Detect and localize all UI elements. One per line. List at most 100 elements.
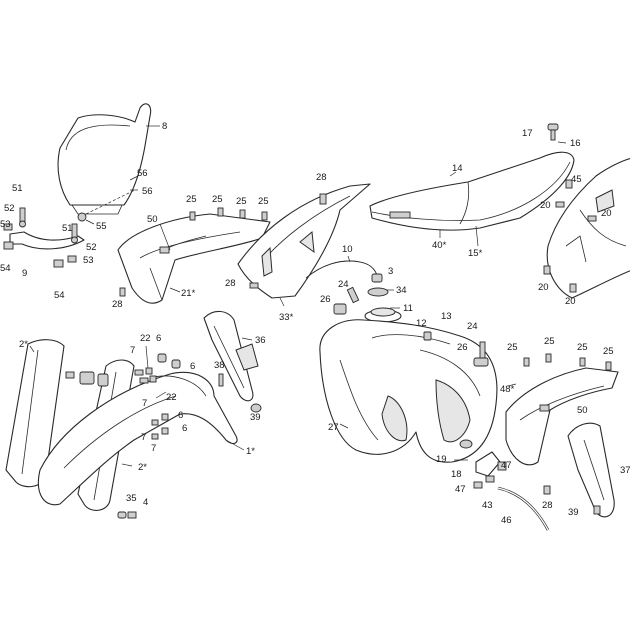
- bolt-51a: [19, 207, 26, 223]
- label-56b: 56: [142, 186, 153, 197]
- label-26a: 26: [320, 294, 331, 305]
- label-13: 13: [441, 311, 452, 322]
- screw-25d: [261, 211, 268, 221]
- fuel-petcock: [454, 439, 507, 489]
- left-radiator-shroud: [117, 207, 271, 304]
- fork-guard-screw: [117, 511, 137, 519]
- label-2b: 2*: [138, 462, 147, 473]
- label-25b: 25: [212, 194, 223, 205]
- screw-28b: [319, 193, 327, 205]
- label-52a: 52: [4, 203, 15, 214]
- screw-25e: [523, 357, 530, 367]
- front-fender: [38, 371, 238, 506]
- label-45: 45: [571, 174, 582, 185]
- nut-53b: [67, 255, 77, 263]
- label-1: 1*: [246, 446, 255, 457]
- label-53b: 53: [83, 255, 94, 266]
- right-frame-guard: [543, 422, 615, 518]
- label-47b: 47: [455, 484, 466, 495]
- label-37: 37: [620, 465, 630, 476]
- label-28d: 28: [542, 500, 553, 511]
- label-38: 38: [214, 360, 225, 371]
- screw-25h: [605, 361, 612, 371]
- label-7c: 7: [141, 432, 146, 443]
- label-26b: 26: [457, 342, 468, 353]
- label-25g: 25: [577, 342, 588, 353]
- bolt-51b: [71, 223, 78, 239]
- label-25c: 25: [236, 196, 247, 207]
- label-52b: 52: [86, 242, 97, 253]
- label-14: 14: [452, 163, 463, 174]
- bolt-38: [218, 373, 224, 387]
- screw-20b: [587, 215, 597, 222]
- label-6a: 6: [156, 333, 161, 344]
- fuel-tank: [319, 319, 498, 463]
- nut-53a: [3, 223, 13, 231]
- label-20c: 20: [538, 282, 549, 293]
- label-12: 12: [416, 318, 427, 329]
- label-25a: 25: [186, 194, 197, 205]
- rubber-pad-54a: [3, 241, 14, 250]
- screw-50a: [159, 246, 170, 254]
- screw-25f: [545, 353, 552, 363]
- screw-25b: [217, 207, 224, 217]
- spacer-55: [77, 212, 87, 222]
- screw-28a: [119, 287, 126, 297]
- label-40: 40*: [432, 240, 447, 251]
- rubber-pad-54b: [53, 259, 64, 268]
- label-20a: 20: [540, 200, 551, 211]
- label-7b: 7: [142, 398, 147, 409]
- part-number-labels: 8 56 56 55 51 52 53 54 9 54 51 52 53 25 …: [0, 121, 630, 526]
- label-20d: 20: [565, 296, 576, 307]
- label-33: 33*: [279, 312, 294, 323]
- fork-clamp: [79, 371, 109, 387]
- label-54b: 54: [54, 290, 65, 301]
- left-frame-guard: [203, 310, 262, 413]
- label-6c: 6: [178, 410, 183, 421]
- label-39b: 39: [568, 507, 579, 518]
- label-24b: 24: [467, 321, 478, 332]
- screw-25c: [239, 209, 246, 219]
- seat: [369, 151, 575, 247]
- label-24a: 24: [338, 279, 349, 290]
- label-50a: 50: [147, 214, 158, 225]
- tank-fitting-left: [333, 286, 360, 315]
- screw-25g: [579, 357, 586, 367]
- label-25e: 25: [507, 342, 518, 353]
- label-48: 48*: [500, 384, 515, 395]
- label-25f: 25: [544, 336, 555, 347]
- fuel-hose: [497, 486, 550, 531]
- label-22b: 22: [166, 392, 177, 403]
- rear-side-panel: [543, 158, 630, 299]
- grommet-39a: [250, 403, 262, 413]
- tank-fitting-right: [423, 331, 489, 367]
- label-3: 3: [388, 266, 393, 277]
- screw-25a: [189, 211, 196, 221]
- label-6b: 6: [190, 361, 195, 372]
- label-50b: 50: [577, 405, 588, 416]
- front-number-plate: [57, 103, 160, 215]
- label-43: 43: [482, 500, 493, 511]
- seat-bolt-assembly: [547, 123, 567, 144]
- screw-20c: [543, 265, 551, 275]
- fender-hardware: [134, 345, 181, 440]
- label-22a: 22: [140, 333, 151, 344]
- label-17: 17: [522, 128, 533, 139]
- label-28a: 28: [112, 299, 123, 310]
- label-55: 55: [96, 221, 107, 232]
- label-27: 27: [328, 422, 339, 433]
- label-46: 46: [501, 515, 512, 526]
- label-7d: 7: [151, 443, 156, 454]
- screw-50b: [539, 404, 550, 412]
- label-9: 9: [22, 268, 27, 279]
- label-53a: 53: [0, 219, 11, 230]
- plate-bracket-assembly: [3, 175, 139, 268]
- label-19: 19: [436, 454, 447, 465]
- label-28c: 28: [225, 278, 236, 289]
- label-16: 16: [570, 138, 581, 149]
- washer-52a: [19, 220, 26, 228]
- label-10: 10: [342, 244, 353, 255]
- label-51a: 51: [12, 183, 23, 194]
